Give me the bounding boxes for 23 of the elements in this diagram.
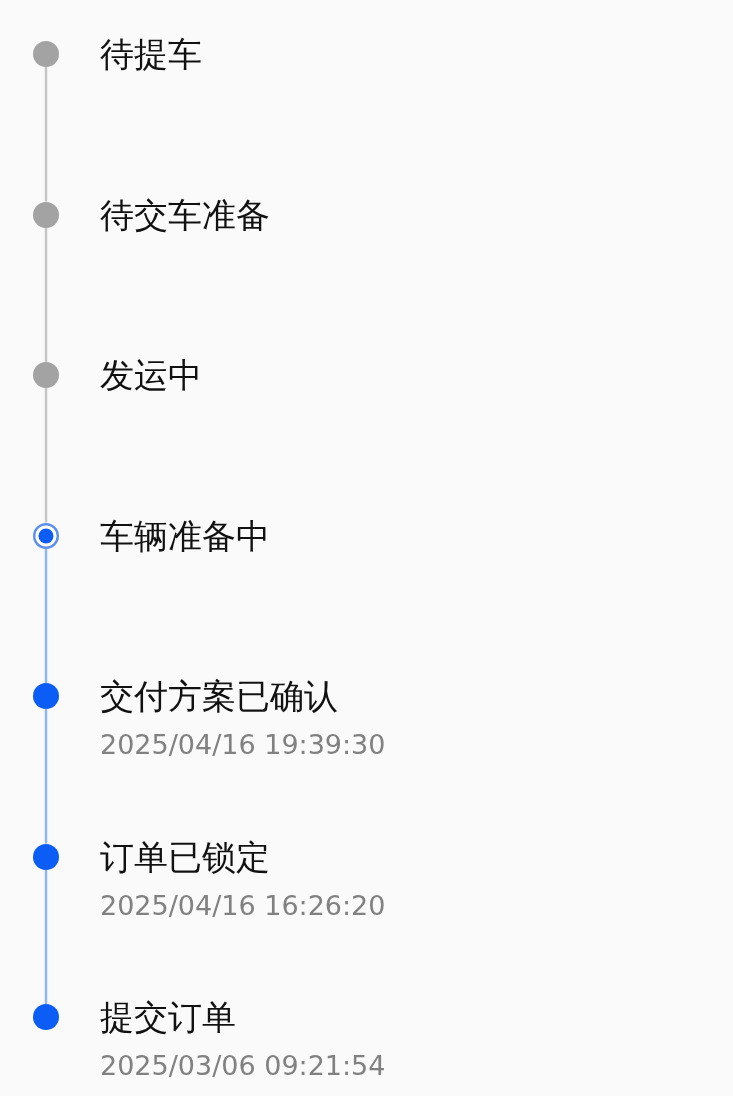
status-dot-icon — [33, 362, 59, 388]
status-dot-icon — [33, 1004, 59, 1030]
status-dot-icon — [33, 41, 59, 67]
timeline-line — [44, 548, 48, 683]
status-label: 待交车准备 — [100, 193, 270, 237]
status-dot-icon — [33, 683, 59, 709]
ring-dot-icon — [33, 522, 59, 549]
timeline-line — [44, 67, 48, 202]
status-label: 提交订单 — [100, 996, 236, 1039]
status-label: 订单已锁定 — [100, 835, 270, 879]
timeline-line — [44, 388, 48, 523]
status-label: 车辆准备中 — [100, 514, 270, 558]
status-dot-icon — [33, 201, 59, 228]
timeline-line — [44, 709, 48, 844]
timeline-line — [44, 869, 48, 1004]
timestamp-label: 2025/03/06 09:21:54 — [100, 1049, 386, 1083]
timeline-line — [44, 227, 48, 362]
status-label: 待提车 — [100, 33, 202, 76]
status-label: 交付方案已确认 — [100, 675, 338, 718]
timestamp-label: 2025/04/16 16:26:20 — [100, 888, 386, 923]
status-label: 发运中 — [100, 354, 202, 397]
status-dot-icon — [33, 843, 59, 870]
timestamp-label: 2025/04/16 19:39:30 — [100, 728, 386, 762]
